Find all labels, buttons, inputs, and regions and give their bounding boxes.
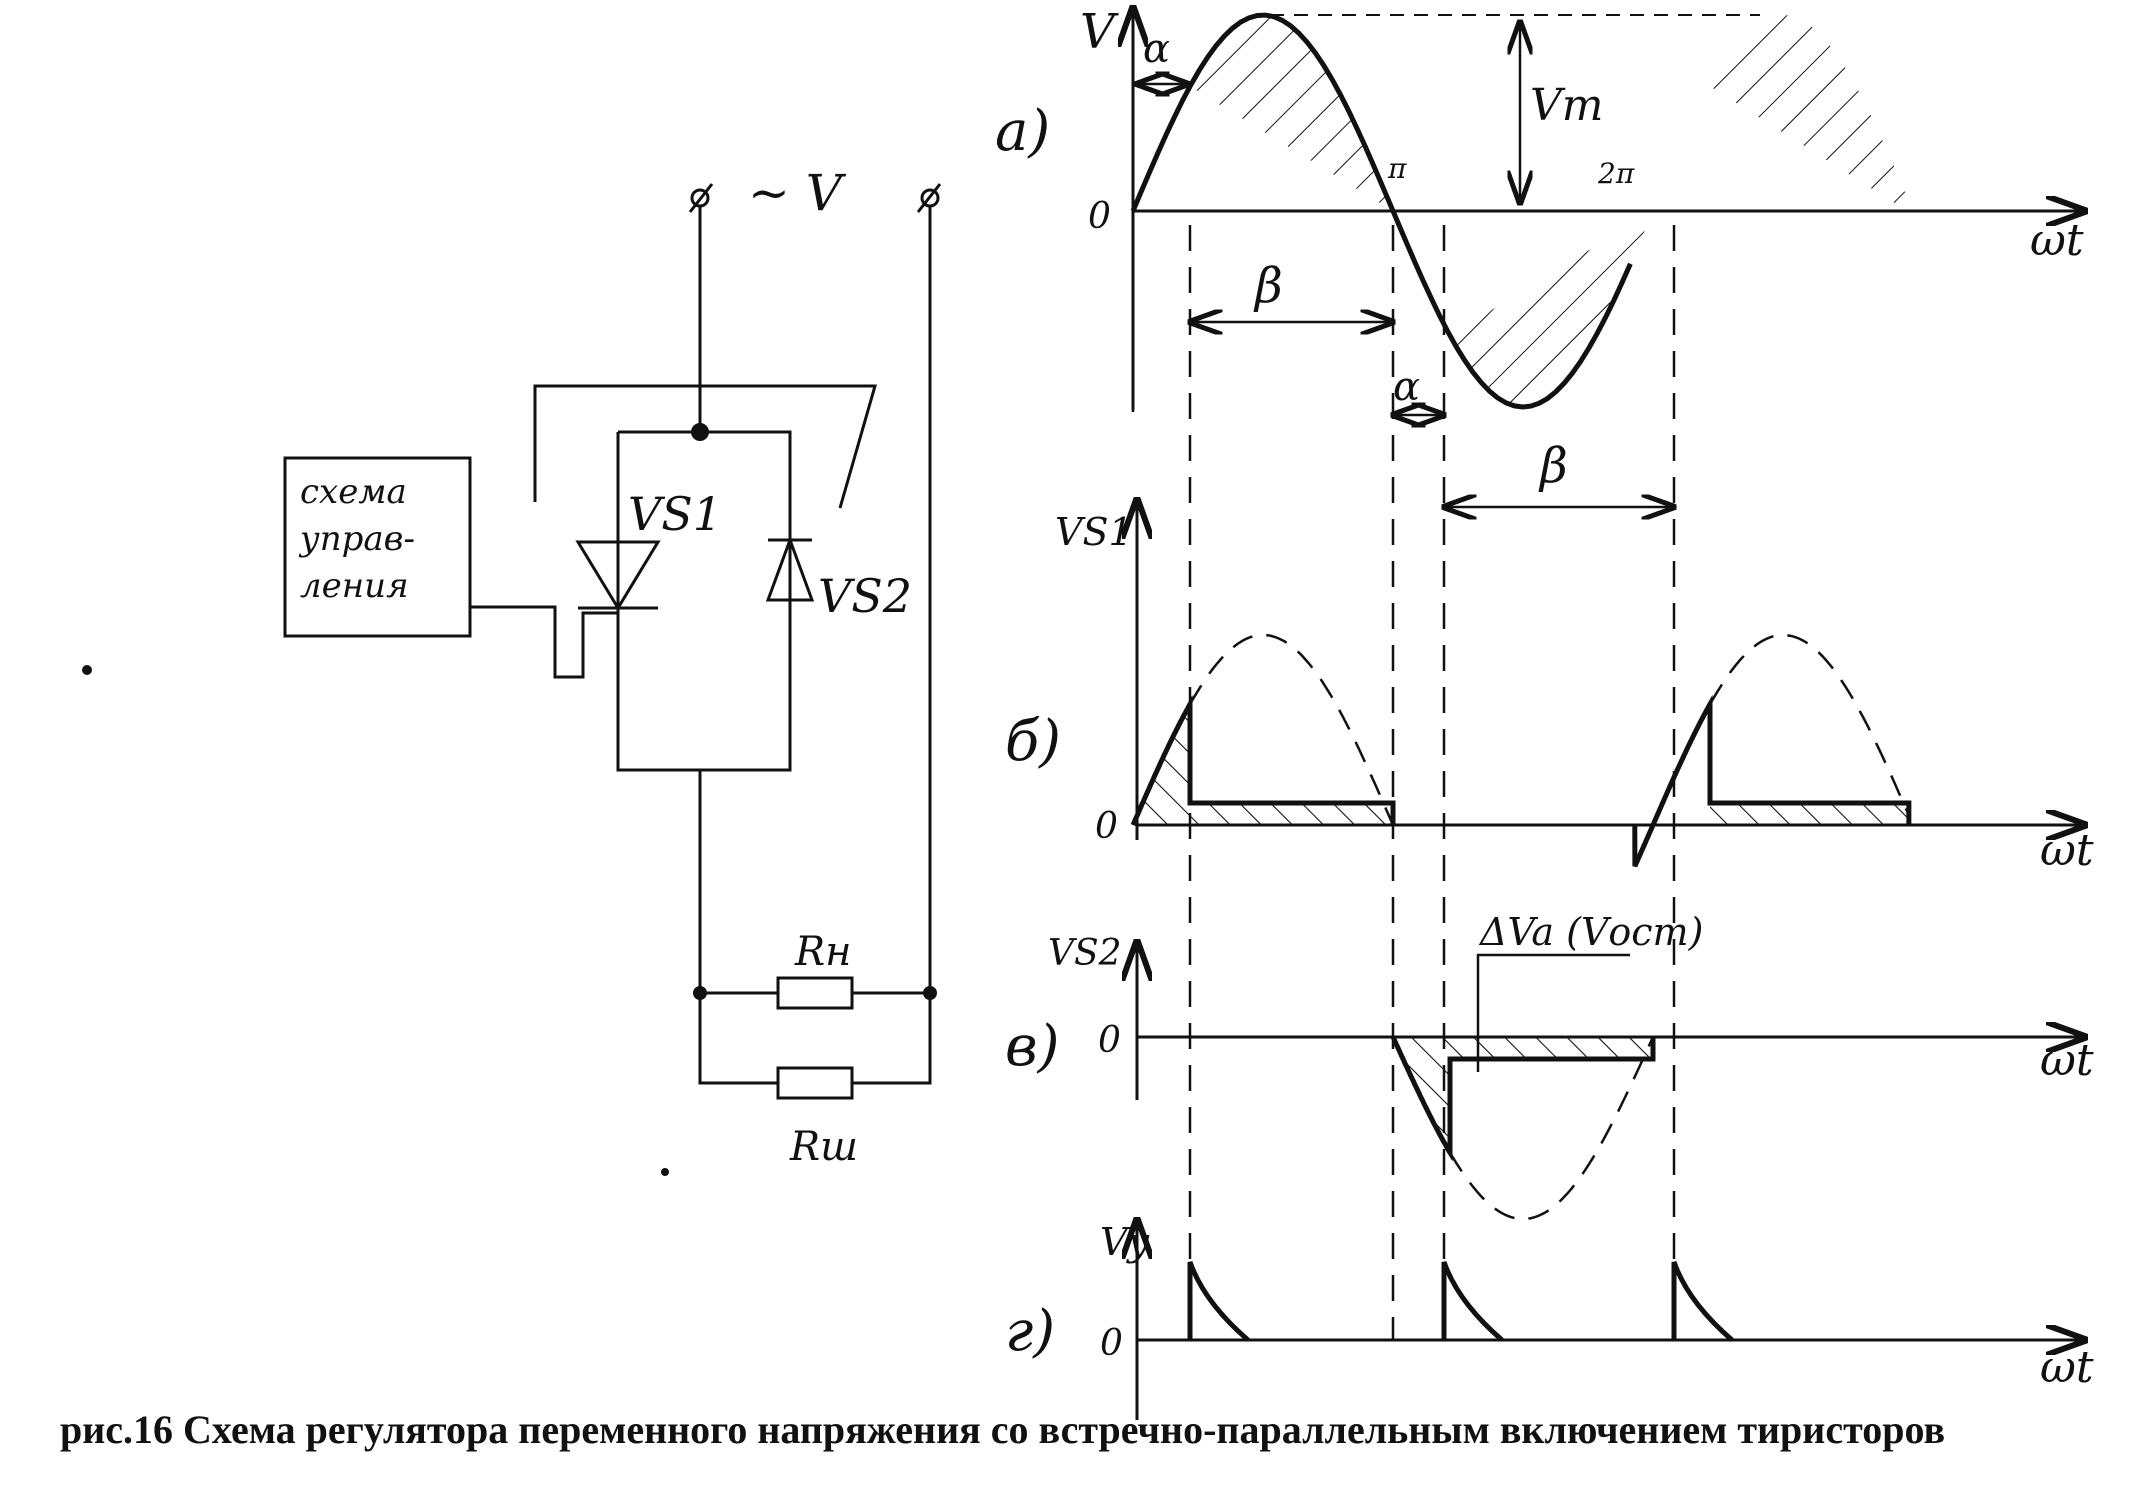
- plot-b-shaded-on-state: [1190, 803, 1393, 825]
- plot-v-reference-curve: [1448, 1036, 1655, 1221]
- shunt-resistor-label: Rш: [789, 1124, 858, 1170]
- plot-a-sine-curve: [1130, 12, 1633, 410]
- control-block-line-3: ления: [300, 566, 409, 606]
- figure-caption: рис.16 Схема регулятора переменного напр…: [60, 1407, 1945, 1452]
- plot-a-shaded-positive-2: [1710, 15, 1908, 211]
- junction-dot-left: [693, 986, 707, 1000]
- plot-a-amplitude-label: Vm: [1530, 80, 1604, 131]
- thyristor-vs1-label: VS1: [628, 487, 722, 541]
- plot-g-xlabel: ωt: [2040, 1342, 2094, 1393]
- source-label: ~ V: [748, 164, 847, 222]
- load-resistor: [776, 976, 854, 1010]
- gate-pulse: [1441, 1261, 1504, 1342]
- plot-a-shaded-negative: [1450, 211, 1653, 407]
- plot-a-alpha-label: α: [1143, 26, 1170, 72]
- plot-b-ylabel: VS1: [1055, 510, 1133, 554]
- plot-a-alpha2-label: α: [1393, 364, 1420, 410]
- plot-b-origin: 0: [1095, 806, 1118, 847]
- plot-b-reference-curve: [1188, 633, 1911, 868]
- plot-v-xlabel: ωt: [2040, 1035, 2094, 1086]
- plot-g-origin: 0: [1100, 1323, 1123, 1364]
- plot-v-note-leader: [1476, 953, 1630, 1072]
- plot-a-xlabel: ωt: [2030, 215, 2084, 266]
- junction-dot-right: [923, 986, 937, 1000]
- plot-g-gate-pulses: Vу ωt 0 г): [1005, 1220, 2094, 1420]
- plot-b-vs1-voltage: VS1 ωt 0 б): [1005, 500, 2094, 876]
- plot-b-vs1-curve: [1130, 694, 1912, 868]
- load-resistor-label: Rн: [794, 929, 851, 975]
- plot-a-2pi-label: 2π: [1597, 157, 1635, 190]
- gate-pulse: [1187, 1261, 1250, 1342]
- thyristor-vs1-symbol: [575, 540, 661, 613]
- plot-a-beta2-label: β: [1538, 438, 1568, 494]
- plot-v-vs2-curve: [1390, 1035, 1656, 1162]
- thyristor-vs2-symbol: [765, 535, 815, 602]
- thyristor-vs2-label: VS2: [818, 569, 912, 623]
- gate-pulse: [1671, 1261, 1734, 1342]
- plot-b-shaded-on-state-2: [1710, 803, 1909, 825]
- plot-a-tag: а): [995, 99, 1050, 164]
- plot-g-tag: г): [1005, 1299, 1055, 1364]
- plot-b-xlabel: ωt: [2040, 825, 2094, 876]
- shunt-resistor: [776, 1066, 854, 1100]
- plot-a-ylabel: V: [1080, 4, 1119, 60]
- plot-v-note: ΔVa (Vост): [1478, 910, 1703, 954]
- plot-v-shaded-on-state: [1450, 1037, 1653, 1059]
- circuit-wires: [470, 206, 932, 1085]
- plot-a-shaded-positive: [1190, 15, 1393, 211]
- stray-dot: [82, 665, 92, 675]
- plot-v-tag: в): [1005, 1014, 1059, 1079]
- control-block-line-2: управ-: [298, 519, 415, 559]
- plot-g-ylabel: Vу: [1100, 1220, 1150, 1264]
- control-block: [283, 456, 472, 638]
- plot-a-pi-label: π: [1387, 152, 1407, 185]
- plot-a-origin: 0: [1088, 196, 1111, 237]
- control-block-line-1: схема: [300, 472, 407, 512]
- plot-v-origin: 0: [1098, 1020, 1121, 1061]
- plot-v-ylabel: VS2: [1048, 933, 1122, 974]
- plot-b-tag: б): [1005, 709, 1061, 774]
- stray-dot: [661, 1168, 669, 1176]
- plot-a-beta-label: β: [1253, 258, 1283, 314]
- plot-v-vs2-voltage: VS2 ωt 0 в) ΔVa (Vост): [1005, 910, 2094, 1221]
- circuit-schematic: ~ V схема управ- ления: [82, 164, 942, 1176]
- plot-a-supply-voltage: V ωt 0 а) Vm π 2π α β α β: [995, 4, 2085, 507]
- junction-dot-top: [691, 423, 709, 441]
